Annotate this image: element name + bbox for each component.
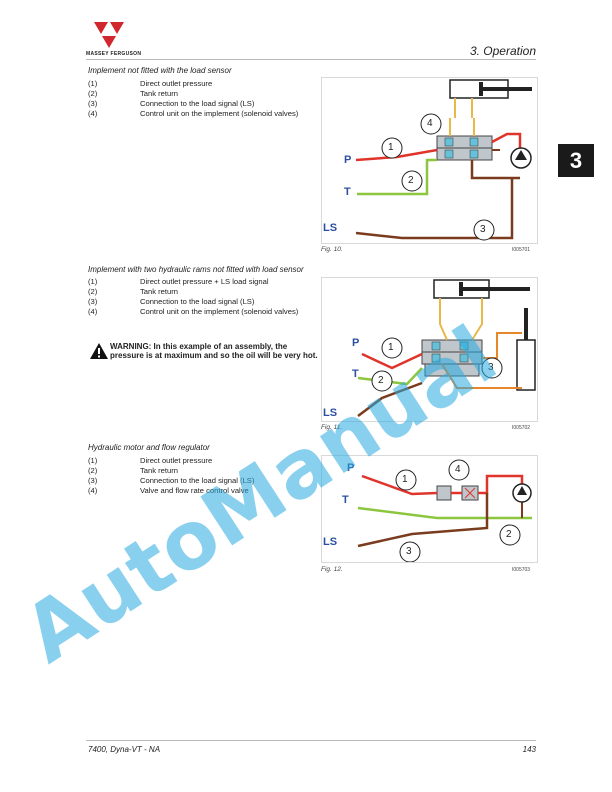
- warning-text: In this example of an assembly, the pres…: [110, 342, 318, 360]
- legend-item: (3) Connection to the load signal (LS): [88, 297, 318, 307]
- legend-item: (1) Direct outlet pressure: [88, 79, 318, 89]
- callout-1: 1: [388, 342, 394, 353]
- legend-num: (3): [88, 476, 98, 485]
- section-title: Implement not fitted with the load senso…: [88, 66, 232, 75]
- legend-text: Connection to the load signal (LS): [140, 476, 255, 485]
- footer-rule: [86, 740, 536, 741]
- legend-text: Tank return: [140, 287, 178, 296]
- ls-label: LS: [323, 407, 338, 419]
- legend-text: Control unit on the implement (solenoid …: [140, 109, 299, 118]
- ls-label: LS: [323, 222, 338, 234]
- legend-num: (3): [88, 99, 98, 108]
- legend-text: Tank return: [140, 89, 178, 98]
- legend-item: (2) Tank return: [88, 466, 318, 476]
- footer-model: 7400, Dyna-VT - NA: [88, 745, 161, 754]
- legend-num: (2): [88, 466, 98, 475]
- legend-item: (4) Control unit on the implement (soleno…: [88, 307, 318, 317]
- legend-num: (2): [88, 287, 98, 296]
- figure-id: I005701: [512, 247, 531, 253]
- callout-3: 3: [480, 224, 486, 235]
- legend-num: (3): [88, 297, 98, 306]
- figure-id: I005702: [512, 425, 531, 431]
- legend-text: Direct outlet pressure: [140, 79, 213, 88]
- legend-text: Direct outlet pressure + LS load signal: [140, 277, 269, 286]
- legend-list: (1) Direct outlet pressure + LS load sign…: [88, 277, 318, 317]
- callout-2: 2: [408, 175, 414, 186]
- legend-list: (1) Direct outlet pressure (2) Tank return…: [88, 456, 318, 496]
- legend-item: (1) Direct outlet pressure + LS load sign…: [88, 277, 318, 287]
- legend-item: (1) Direct outlet pressure: [88, 456, 318, 466]
- header-rule: [86, 59, 536, 60]
- legend-item: (4) Control unit on the implement (soleno…: [88, 109, 318, 119]
- callout-3: 3: [488, 362, 494, 373]
- warning-label: WARNING:: [110, 342, 152, 351]
- callout-2: 2: [378, 375, 384, 386]
- chapter-tab: 3: [558, 144, 594, 177]
- callout-1: 1: [388, 142, 394, 153]
- legend-text: Tank return: [140, 466, 178, 475]
- callout-4: 4: [427, 118, 433, 129]
- legend-num: (4): [88, 307, 98, 316]
- legend-text: Control unit on the implement (solenoid …: [140, 307, 299, 316]
- pressure-label: P: [347, 462, 355, 474]
- legend-text: Connection to the load signal (LS): [140, 297, 255, 306]
- callout-1: 1: [402, 474, 408, 485]
- legend-item: (2) Tank return: [88, 89, 318, 99]
- legend-num: (4): [88, 109, 98, 118]
- page-number: 143: [522, 745, 536, 754]
- warning-icon: [90, 343, 108, 359]
- ls-label: LS: [323, 536, 338, 548]
- chapter-title: 3. Operation: [469, 44, 536, 58]
- legend-num: (2): [88, 89, 98, 98]
- legend-num: (1): [88, 456, 98, 465]
- massey-ferguson-logo: [94, 22, 124, 48]
- legend-num: (1): [88, 277, 98, 286]
- legend-text: Valve and flow rate control valve: [140, 486, 249, 495]
- legend-list: (1) Direct outlet pressure (2) Tank return…: [88, 79, 318, 119]
- figure-id: I005703: [512, 567, 531, 573]
- legend-item: (4) Valve and flow rate control valve: [88, 486, 318, 496]
- legend-item: (3) Connection to the load signal (LS): [88, 476, 318, 486]
- pressure-label: P: [344, 154, 352, 166]
- pressure-label: P: [352, 337, 360, 349]
- legend-num: (1): [88, 79, 98, 88]
- callout-2: 2: [506, 529, 512, 540]
- warning-box: WARNING: In this example of an assembly,…: [88, 342, 318, 360]
- figure-caption: Fig. 12.: [321, 566, 343, 573]
- figure-caption: Fig. 11.: [321, 424, 343, 431]
- figure-10-diagram: P T LS 1 2 3 4: [321, 77, 538, 244]
- legend-item: (3) Connection to the load signal (LS): [88, 99, 318, 109]
- tank-label: T: [344, 186, 351, 198]
- section-title: Hydraulic motor and flow regulator: [88, 443, 210, 452]
- section-title: Implement with two hydraulic rams not fi…: [88, 265, 304, 274]
- callout-4: 4: [455, 464, 461, 475]
- legend-text: Connection to the load signal (LS): [140, 99, 255, 108]
- figure-11-diagram: P T LS 1 2 3: [321, 277, 538, 422]
- tank-label: T: [342, 494, 349, 506]
- brand-name: MASSEY FERGUSON: [86, 51, 142, 57]
- tank-label: T: [352, 368, 359, 380]
- legend-item: (2) Tank return: [88, 287, 318, 297]
- figure-caption: Fig. 10.: [321, 246, 343, 253]
- legend-num: (4): [88, 486, 98, 495]
- figure-12-diagram: P T LS 1 2 3 4: [321, 455, 538, 563]
- callout-3: 3: [406, 546, 412, 557]
- legend-text: Direct outlet pressure: [140, 456, 213, 465]
